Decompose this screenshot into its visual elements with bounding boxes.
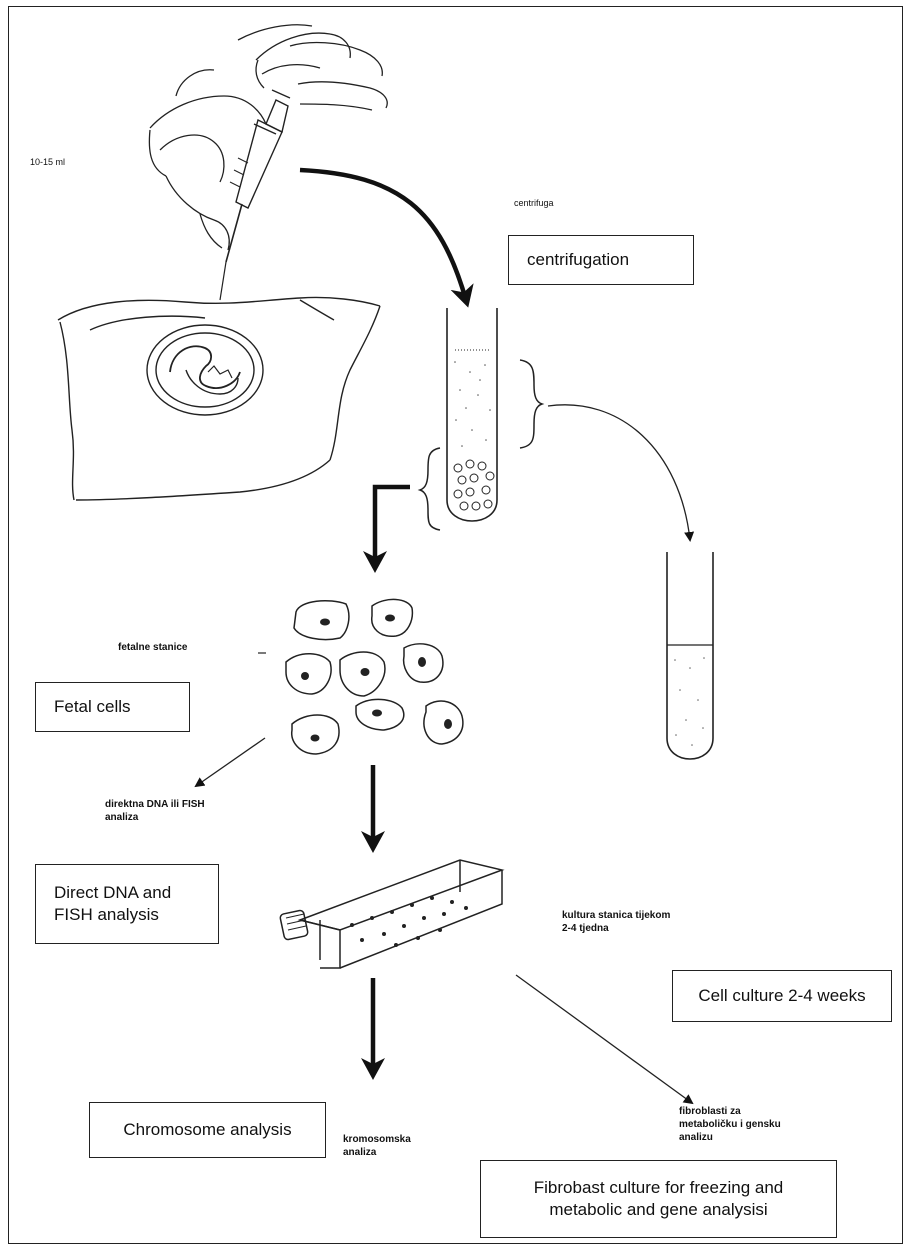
fibroblast-hr-line1: fibroblasti za bbox=[679, 1105, 781, 1118]
chromosome-hr-line1: kromosomska bbox=[343, 1133, 411, 1146]
cell-culture-box: Cell culture 2-4 weeks bbox=[672, 970, 892, 1022]
fetal-cells-icon bbox=[286, 599, 463, 754]
arrow-to-direct-analysis bbox=[196, 738, 265, 786]
direct-dna-box: Direct DNA and FISH analysis bbox=[35, 864, 219, 944]
centrifuga-label: centrifuga bbox=[514, 198, 554, 208]
direct-dna-hr-line1: direktna DNA ili FISH bbox=[105, 798, 205, 811]
chromosome-hr-line2: analiza bbox=[343, 1146, 411, 1159]
tube-stipple bbox=[454, 361, 491, 447]
direct-dna-hr-line2: analiza bbox=[105, 811, 205, 824]
arrow-to-fetal-cells bbox=[375, 487, 410, 565]
abdomen-illustration bbox=[58, 297, 380, 500]
direct-dna-box-line2: FISH analysis bbox=[54, 904, 159, 926]
supernatant-brace bbox=[520, 360, 542, 448]
hands-illustration bbox=[149, 25, 387, 250]
arrow-to-fibroblast bbox=[516, 975, 692, 1103]
chromosome-hr-label: kromosomska analiza bbox=[343, 1133, 411, 1159]
fetal-cells-box: Fetal cells bbox=[35, 682, 190, 732]
culture-hr-label: kultura stanica tijekom 2-4 tjedna bbox=[562, 909, 670, 935]
direct-dna-hr-label: direktna DNA ili FISH analiza bbox=[105, 798, 205, 824]
fibroblast-box-line2: metabolic and gene analysisi bbox=[549, 1199, 767, 1221]
culture-hr-line1: kultura stanica tijekom bbox=[562, 909, 670, 922]
supernatant-tube-icon bbox=[667, 552, 713, 759]
sediment-brace bbox=[420, 448, 440, 530]
syringe-illustration bbox=[220, 90, 290, 300]
direct-dna-box-line1: Direct DNA and bbox=[54, 882, 171, 904]
fibroblast-box-line1: Fibrobast culture for freezing and bbox=[534, 1177, 783, 1199]
fibroblast-hr-label: fibroblasti za metaboličku i gensku anal… bbox=[679, 1105, 781, 1144]
arrow-to-centrifuge bbox=[300, 170, 466, 300]
arrow-to-supernatant-tube bbox=[548, 405, 690, 540]
fetal-cells-hr-label: fetalne stanice bbox=[118, 641, 187, 654]
fibroblast-culture-box: Fibrobast culture for freezing and metab… bbox=[480, 1160, 837, 1238]
chromosome-analysis-box: Chromosome analysis bbox=[89, 1102, 326, 1158]
culture-flask-icon bbox=[280, 860, 502, 968]
sediment-cells-icon bbox=[454, 460, 494, 510]
culture-hr-line2: 2-4 tjedna bbox=[562, 922, 670, 935]
fibroblast-hr-line3: analizu bbox=[679, 1131, 781, 1144]
centrifugation-box: centrifugation bbox=[508, 235, 694, 285]
volume-label: 10-15 ml bbox=[30, 157, 65, 167]
fibroblast-hr-line2: metaboličku i gensku bbox=[679, 1118, 781, 1131]
supernatant-stipple bbox=[674, 657, 705, 746]
cell-nuclei bbox=[301, 615, 452, 742]
